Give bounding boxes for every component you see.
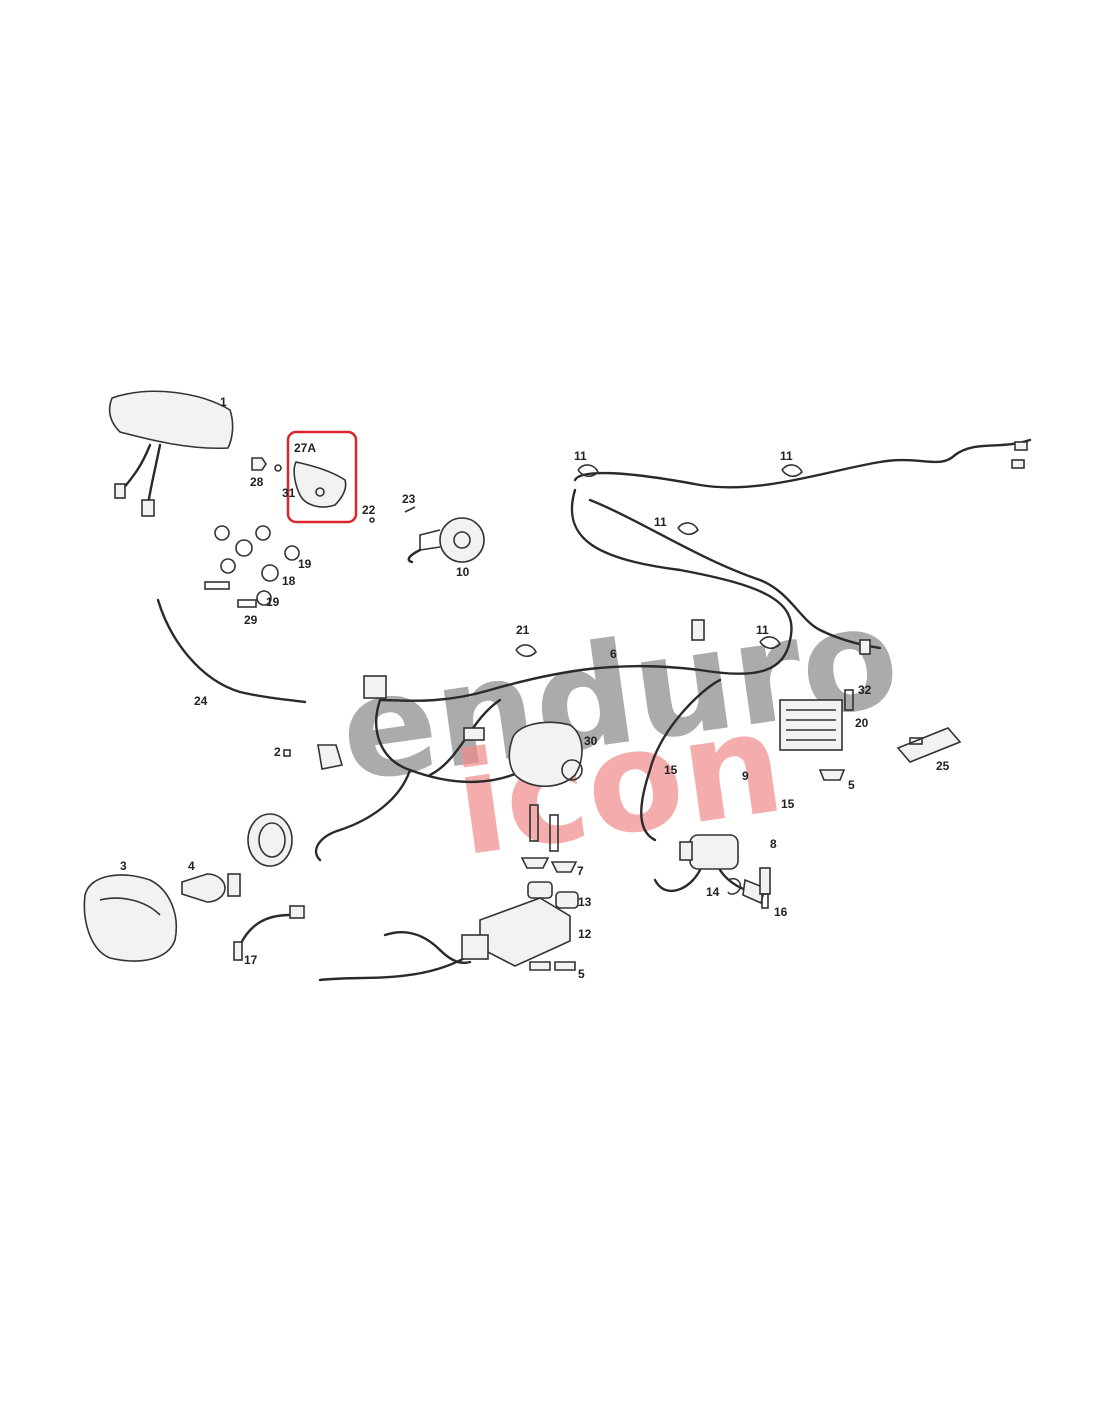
label-9: 9 (742, 769, 749, 783)
label-16: 16 (774, 905, 788, 919)
label-32: 32 (858, 683, 872, 697)
label-11a: 11 (574, 449, 587, 463)
highlight-box-27a (286, 430, 358, 524)
ignition-switch-part (508, 721, 583, 787)
harness-connectors-group (363, 441, 1028, 741)
label-14: 14 (706, 885, 720, 899)
instrument-panel-part (108, 390, 234, 517)
clamps-group (515, 464, 803, 658)
label-18: 18 (282, 574, 296, 588)
label-15b: 15 (781, 797, 795, 811)
headlight-part (83, 873, 241, 962)
label-7: 7 (577, 864, 584, 878)
label-23: 23 (402, 492, 416, 506)
regulator-part (779, 689, 854, 781)
label-11d: 11 (756, 623, 769, 637)
fuse-holder-part (896, 727, 962, 763)
bracket-27a-part (293, 461, 347, 508)
label-19a: 19 (298, 557, 312, 571)
label-2: 2 (274, 745, 281, 759)
label-12: 12 (578, 927, 592, 941)
label-5b: 5 (578, 967, 585, 981)
label-30: 30 (584, 734, 598, 748)
horn-part (407, 517, 485, 564)
label-1: 1 (220, 395, 227, 409)
ignition-coil-part (653, 834, 766, 905)
bolts-and-rubbers-group (520, 804, 579, 909)
spark-plug-part (727, 867, 771, 909)
label-10: 10 (456, 565, 470, 579)
cable-part (156, 598, 307, 704)
label-13: 13 (578, 895, 592, 909)
label-8: 8 (770, 837, 777, 851)
label-22: 22 (362, 503, 376, 517)
label-19b: 19 (266, 595, 280, 609)
label-11c: 11 (654, 515, 667, 529)
clip-part (283, 744, 344, 770)
label-21: 21 (516, 623, 530, 637)
label-17: 17 (244, 953, 258, 967)
label-5a: 5 (848, 778, 855, 792)
part-labels: 1 2 3 4 5 5 6 7 8 9 10 11 11 11 11 12 13… (120, 395, 950, 981)
label-28: 28 (250, 475, 264, 489)
headlight-ring-part (247, 813, 293, 867)
label-25: 25 (936, 759, 950, 773)
sensor-part (233, 905, 305, 961)
label-31: 31 (282, 486, 296, 500)
fasteners-group (251, 457, 416, 523)
label-15a: 15 (664, 763, 678, 777)
label-24: 24 (194, 694, 208, 708)
label-4: 4 (188, 859, 195, 873)
label-3: 3 (120, 859, 127, 873)
label-27a: 27A (294, 441, 316, 455)
bulb-sockets-group (204, 525, 300, 608)
label-6: 6 (610, 647, 617, 661)
label-20: 20 (855, 716, 869, 730)
label-11b: 11 (780, 449, 793, 463)
cdi-unit-part (461, 897, 576, 971)
label-29: 29 (244, 613, 258, 627)
